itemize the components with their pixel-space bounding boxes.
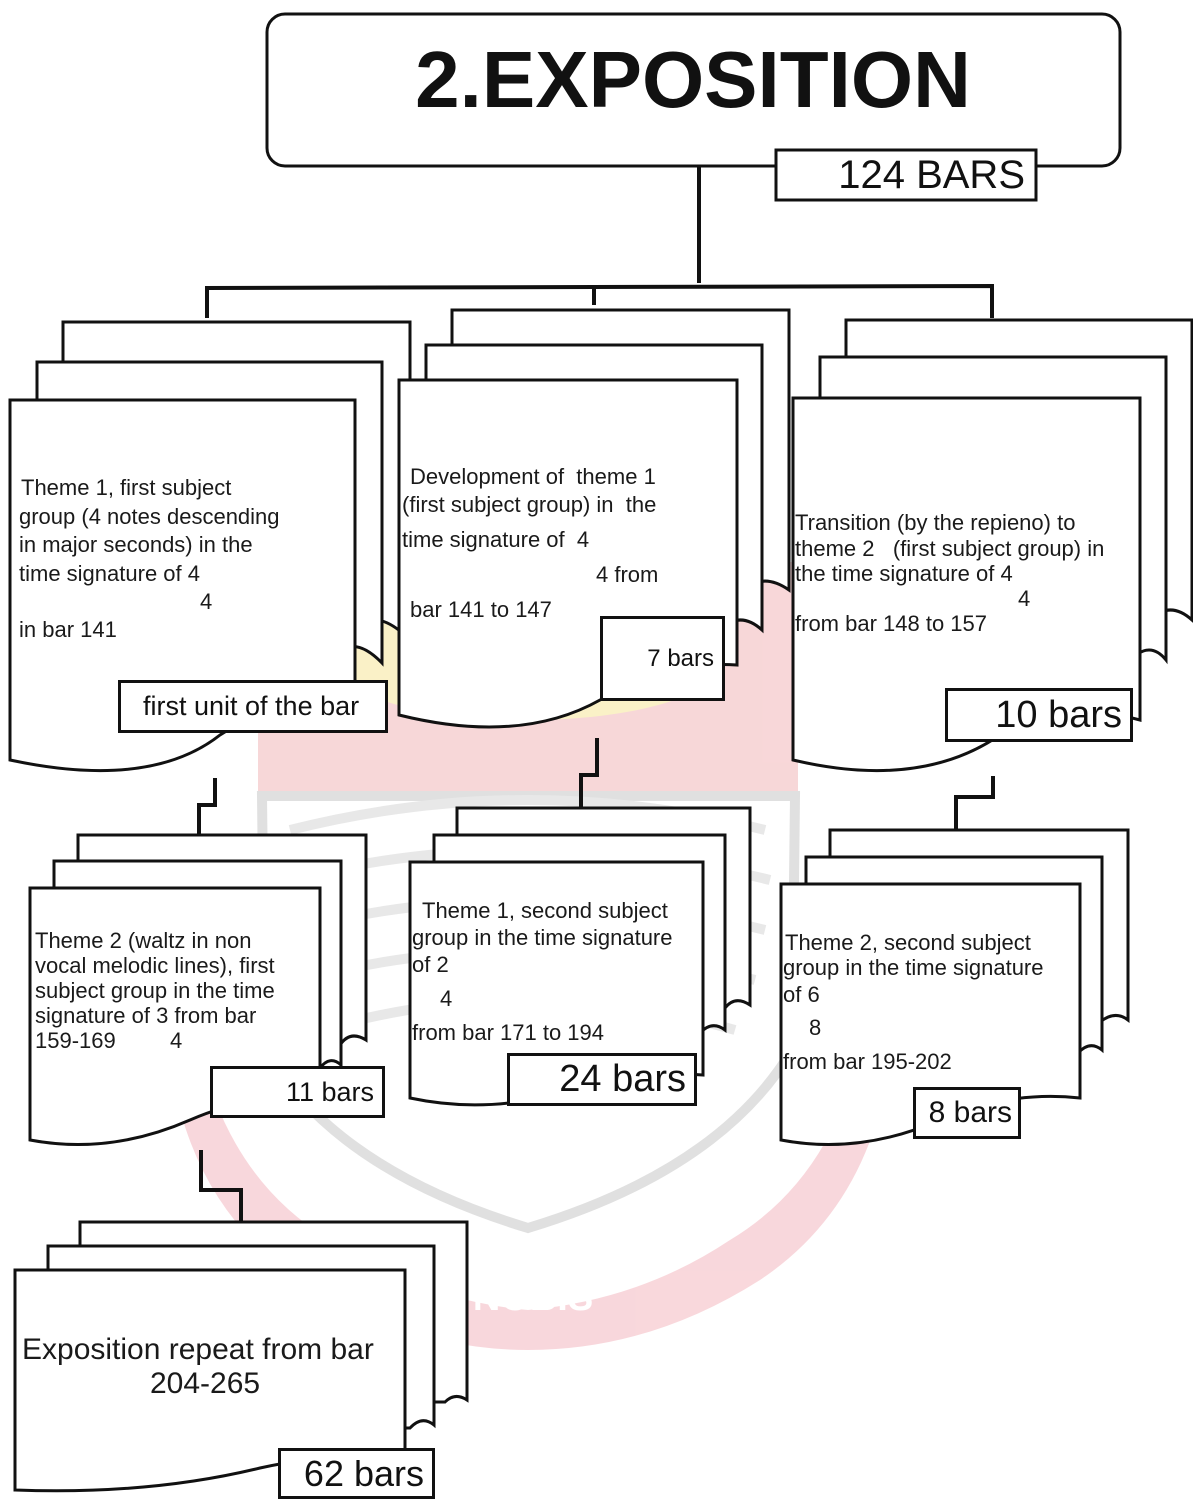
node-theme2-second-bars: 8 bars	[913, 1087, 1021, 1139]
watermark-bottom-word: NOBIS	[473, 1277, 593, 1319]
node-theme1-first-line-5: 4	[200, 587, 212, 616]
node-theme2-second-line-3: of 6	[783, 980, 820, 1009]
node-theme2-first-line-5: 159-169	[35, 1026, 116, 1055]
node-development-line-4: 4 from	[596, 560, 658, 589]
node-theme1-first-line-1: Theme 1, first subject	[21, 473, 231, 502]
node-theme1-second-line-1: Theme 1, second subject	[422, 896, 668, 925]
title-text: 2.EXPOSITION	[415, 35, 971, 124]
node-theme1-first-line-6: in bar 141	[19, 615, 117, 644]
node-repeat-line-1: Exposition repeat from bar	[22, 1333, 374, 1367]
node-development-line-5: bar 141 to 147	[410, 595, 552, 624]
node-transition-line-1: Transition (by the repieno) to	[795, 508, 1075, 537]
node-theme1-first-line-4: time signature of 4	[19, 559, 200, 588]
node-theme1-second-line-5: from bar 171 to 194	[412, 1018, 604, 1047]
node-theme2-first-line-6: 4	[170, 1026, 182, 1055]
node-theme2-second-line-4: 8	[809, 1013, 821, 1042]
node-transition-line-5: from bar 148 to 157	[795, 609, 987, 638]
node-theme2-second-line-2: group in the time signature	[783, 953, 1044, 982]
node-transition-bars: 10 bars	[945, 688, 1133, 742]
node-development-line-3: time signature of 4	[402, 525, 589, 554]
node-theme1-second-bars: 24 bars	[507, 1053, 697, 1106]
node-transition-line-4: 4	[1018, 584, 1030, 613]
node-theme2-second-line-5: from bar 195-202	[783, 1047, 952, 1076]
node-theme1-first-line-2: group (4 notes descending	[19, 502, 280, 531]
node-theme1-second-line-4: 4	[440, 984, 452, 1013]
node-development-line-1: Development of theme 1	[410, 462, 656, 491]
node-development-bars: 7 bars	[600, 616, 725, 701]
node-theme1-first-line-3: in major seconds) in the	[19, 530, 253, 559]
node-repeat-bars: 62 bars	[278, 1448, 435, 1499]
node-transition-line-3: the time signature of 4	[795, 559, 1013, 588]
node-repeat-line-2: 204-265	[150, 1367, 260, 1401]
title-bars-label: 124 BARS	[838, 153, 1025, 197]
node-theme2-first-bars: 11 bars	[210, 1066, 385, 1118]
node-theme1-first-bars: first unit of the bar	[118, 680, 388, 733]
node-theme1-second-line-2: group in the time signature	[412, 923, 673, 952]
node-theme1-second-line-3: of 2	[412, 950, 449, 979]
node-development-line-2: (first subject group) in the	[402, 490, 656, 519]
